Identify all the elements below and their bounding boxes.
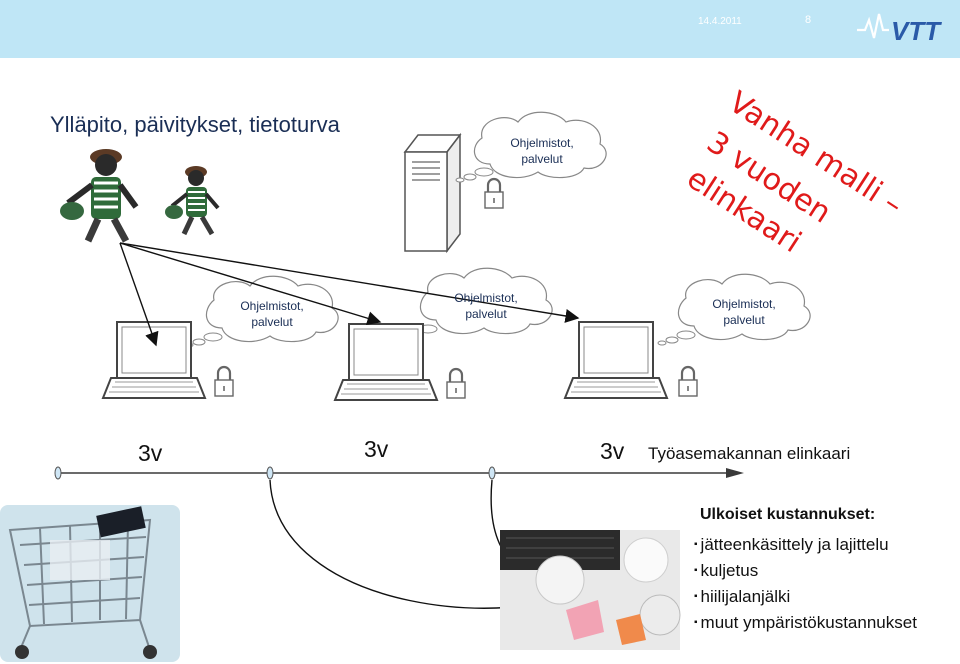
costs-list: jätteenkäsittely ja lajittelu kuljetus h… — [694, 533, 917, 637]
external-costs: Ulkoiset kustannukset: jätteenkäsittely … — [694, 506, 917, 637]
crumpled-paper-photo — [500, 530, 681, 650]
shopping-cart-photo — [0, 505, 180, 662]
attack-arrows — [119, 242, 580, 347]
cloud-label-laptop-2: Ohjelmistot, palvelut — [454, 291, 518, 321]
padlock-icon — [213, 365, 235, 398]
list-item: kuljetus — [694, 559, 917, 585]
slide-title: Ylläpito, päivitykset, tietoturva — [50, 112, 340, 137]
cloud-icon — [455, 111, 607, 183]
cost-item-1: jätteenkäsittely ja lajittelu — [700, 535, 889, 554]
list-item: muut ympäristökustannukset — [694, 611, 917, 637]
padlock-icon — [483, 177, 505, 210]
cloud-icon — [657, 273, 811, 346]
costs-heading: Ulkoiset kustannukset: — [700, 506, 876, 523]
cost-item-2: kuljetus — [700, 561, 759, 580]
cloud-label-laptop-1: Ohjelmistot, palvelut — [240, 299, 304, 329]
padlock-icon — [677, 365, 699, 398]
cloud-icon — [184, 275, 339, 348]
cloud-icon — [399, 267, 553, 340]
cloud-label-laptop-3: Ohjelmistot, palvelut — [712, 297, 776, 327]
list-item: jätteenkäsittely ja lajittelu — [694, 533, 917, 559]
period-label-2: 3v — [364, 436, 389, 462]
period-label-1: 3v — [138, 440, 163, 466]
vtt-logo: VTT — [857, 13, 942, 46]
page-number: 8 — [805, 14, 812, 26]
padlock-icon — [445, 367, 467, 400]
logo-text: VTT — [891, 16, 942, 46]
cost-item-3: hiilijalanjälki — [700, 587, 791, 606]
burglar-icon — [165, 166, 220, 236]
timeline-caption: Työasemakannan elinkaari — [648, 444, 851, 463]
cloud-label-server: Ohjelmistot, palvelut — [510, 136, 574, 166]
burglar-icon — [60, 149, 139, 243]
laptop-icon — [334, 323, 438, 401]
header-bar: 14.4.2011 8 VTT — [0, 0, 960, 58]
timeline — [54, 466, 744, 480]
period-label-3: 3v — [600, 438, 625, 464]
cost-item-4: muut ympäristökustannukset — [700, 613, 917, 632]
list-item: hiilijalanjälki — [694, 585, 917, 611]
laptop-icon — [102, 321, 206, 399]
laptop-icon — [564, 321, 668, 399]
server-icon — [403, 132, 462, 254]
slide-date: 14.4.2011 — [698, 16, 742, 27]
